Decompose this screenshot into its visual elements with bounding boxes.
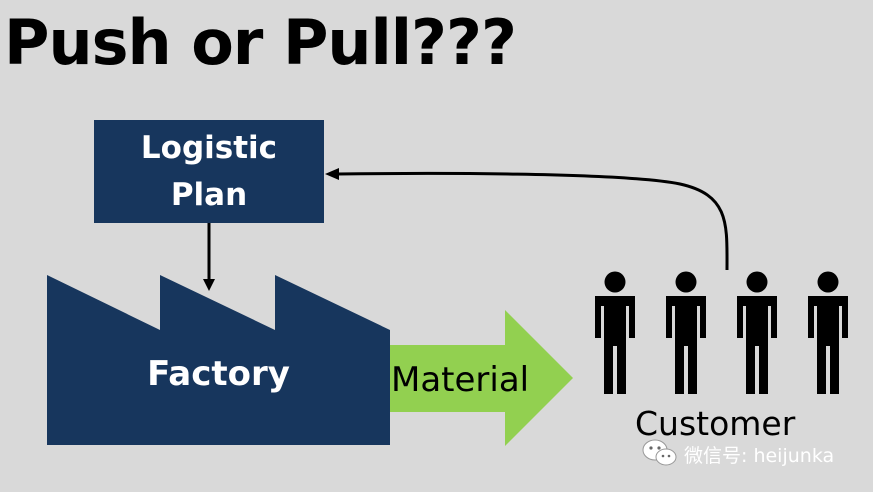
customer-label: Customer: [635, 404, 796, 443]
customer-feedback-arrow: [337, 171, 729, 271]
factory-building: [47, 275, 390, 445]
plan-to-factory-arrowhead: [203, 279, 215, 291]
material-arrow: [390, 310, 573, 446]
watermark: 微信号: heijunka: [640, 439, 834, 469]
logistic-plan-box: Logistic Plan: [94, 120, 324, 223]
customer-person-icon: [737, 271, 777, 394]
logistic-plan-line2: Plan: [170, 176, 248, 213]
wechat-icon: [642, 439, 677, 466]
customer-person-icon: [666, 271, 706, 394]
logistic-plan-line1: Logistic: [140, 130, 278, 166]
customer-person-icon: [808, 271, 848, 394]
material-label: Material: [391, 360, 530, 400]
page-title: Push or Pull???: [4, 6, 517, 79]
customer-group: [595, 271, 848, 394]
watermark-text: 微信号: heijunka: [684, 444, 835, 467]
factory-label: Factory: [147, 354, 290, 394]
customer-feedback-arrowhead: [325, 168, 339, 180]
customer-person-icon: [595, 271, 635, 394]
